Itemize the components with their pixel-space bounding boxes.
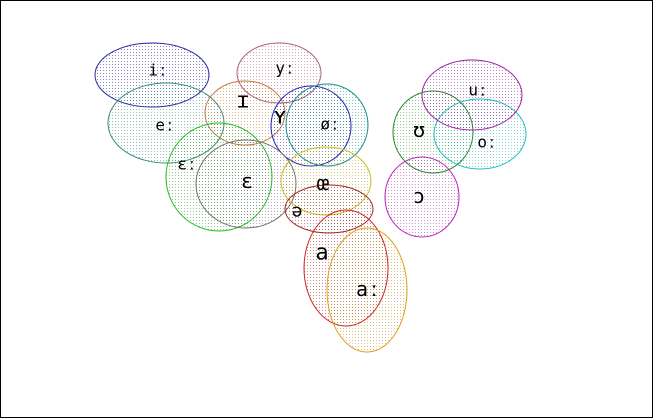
vowel-label-16: uː bbox=[468, 81, 487, 100]
vowel-label-4: ɪ bbox=[236, 89, 249, 114]
ellipse-layer bbox=[94, 42, 527, 353]
vowel-label-8: ɛ bbox=[241, 169, 253, 193]
vowel-label-9: œ bbox=[317, 171, 329, 195]
vowel-label-12: aː bbox=[356, 277, 380, 301]
vowel-label-5: ʏ bbox=[273, 105, 286, 130]
vowel-label-7: ɛː bbox=[177, 155, 196, 174]
vowel-label-10: ə bbox=[292, 201, 303, 222]
vowel-label-2: eː bbox=[155, 116, 174, 135]
vowel-region-14 bbox=[384, 156, 460, 238]
vowel-label-6: øː bbox=[320, 115, 339, 134]
vowel-label-14: ɔ bbox=[413, 184, 425, 208]
vowel-label-1: iː bbox=[148, 61, 167, 80]
vowel-label-15: oː bbox=[477, 133, 496, 152]
label-layer: iː eː yː ɪʏ øː ɛː ɛ œəa aː ʊ ɔ oː uː bbox=[148, 59, 496, 302]
vowel-region-12 bbox=[326, 227, 408, 353]
vowel-label-11: a bbox=[315, 241, 328, 266]
vowel-label-13: ʊ bbox=[413, 118, 425, 142]
vowel-label-3: yː bbox=[275, 59, 294, 78]
vowel-region-16 bbox=[421, 59, 523, 131]
